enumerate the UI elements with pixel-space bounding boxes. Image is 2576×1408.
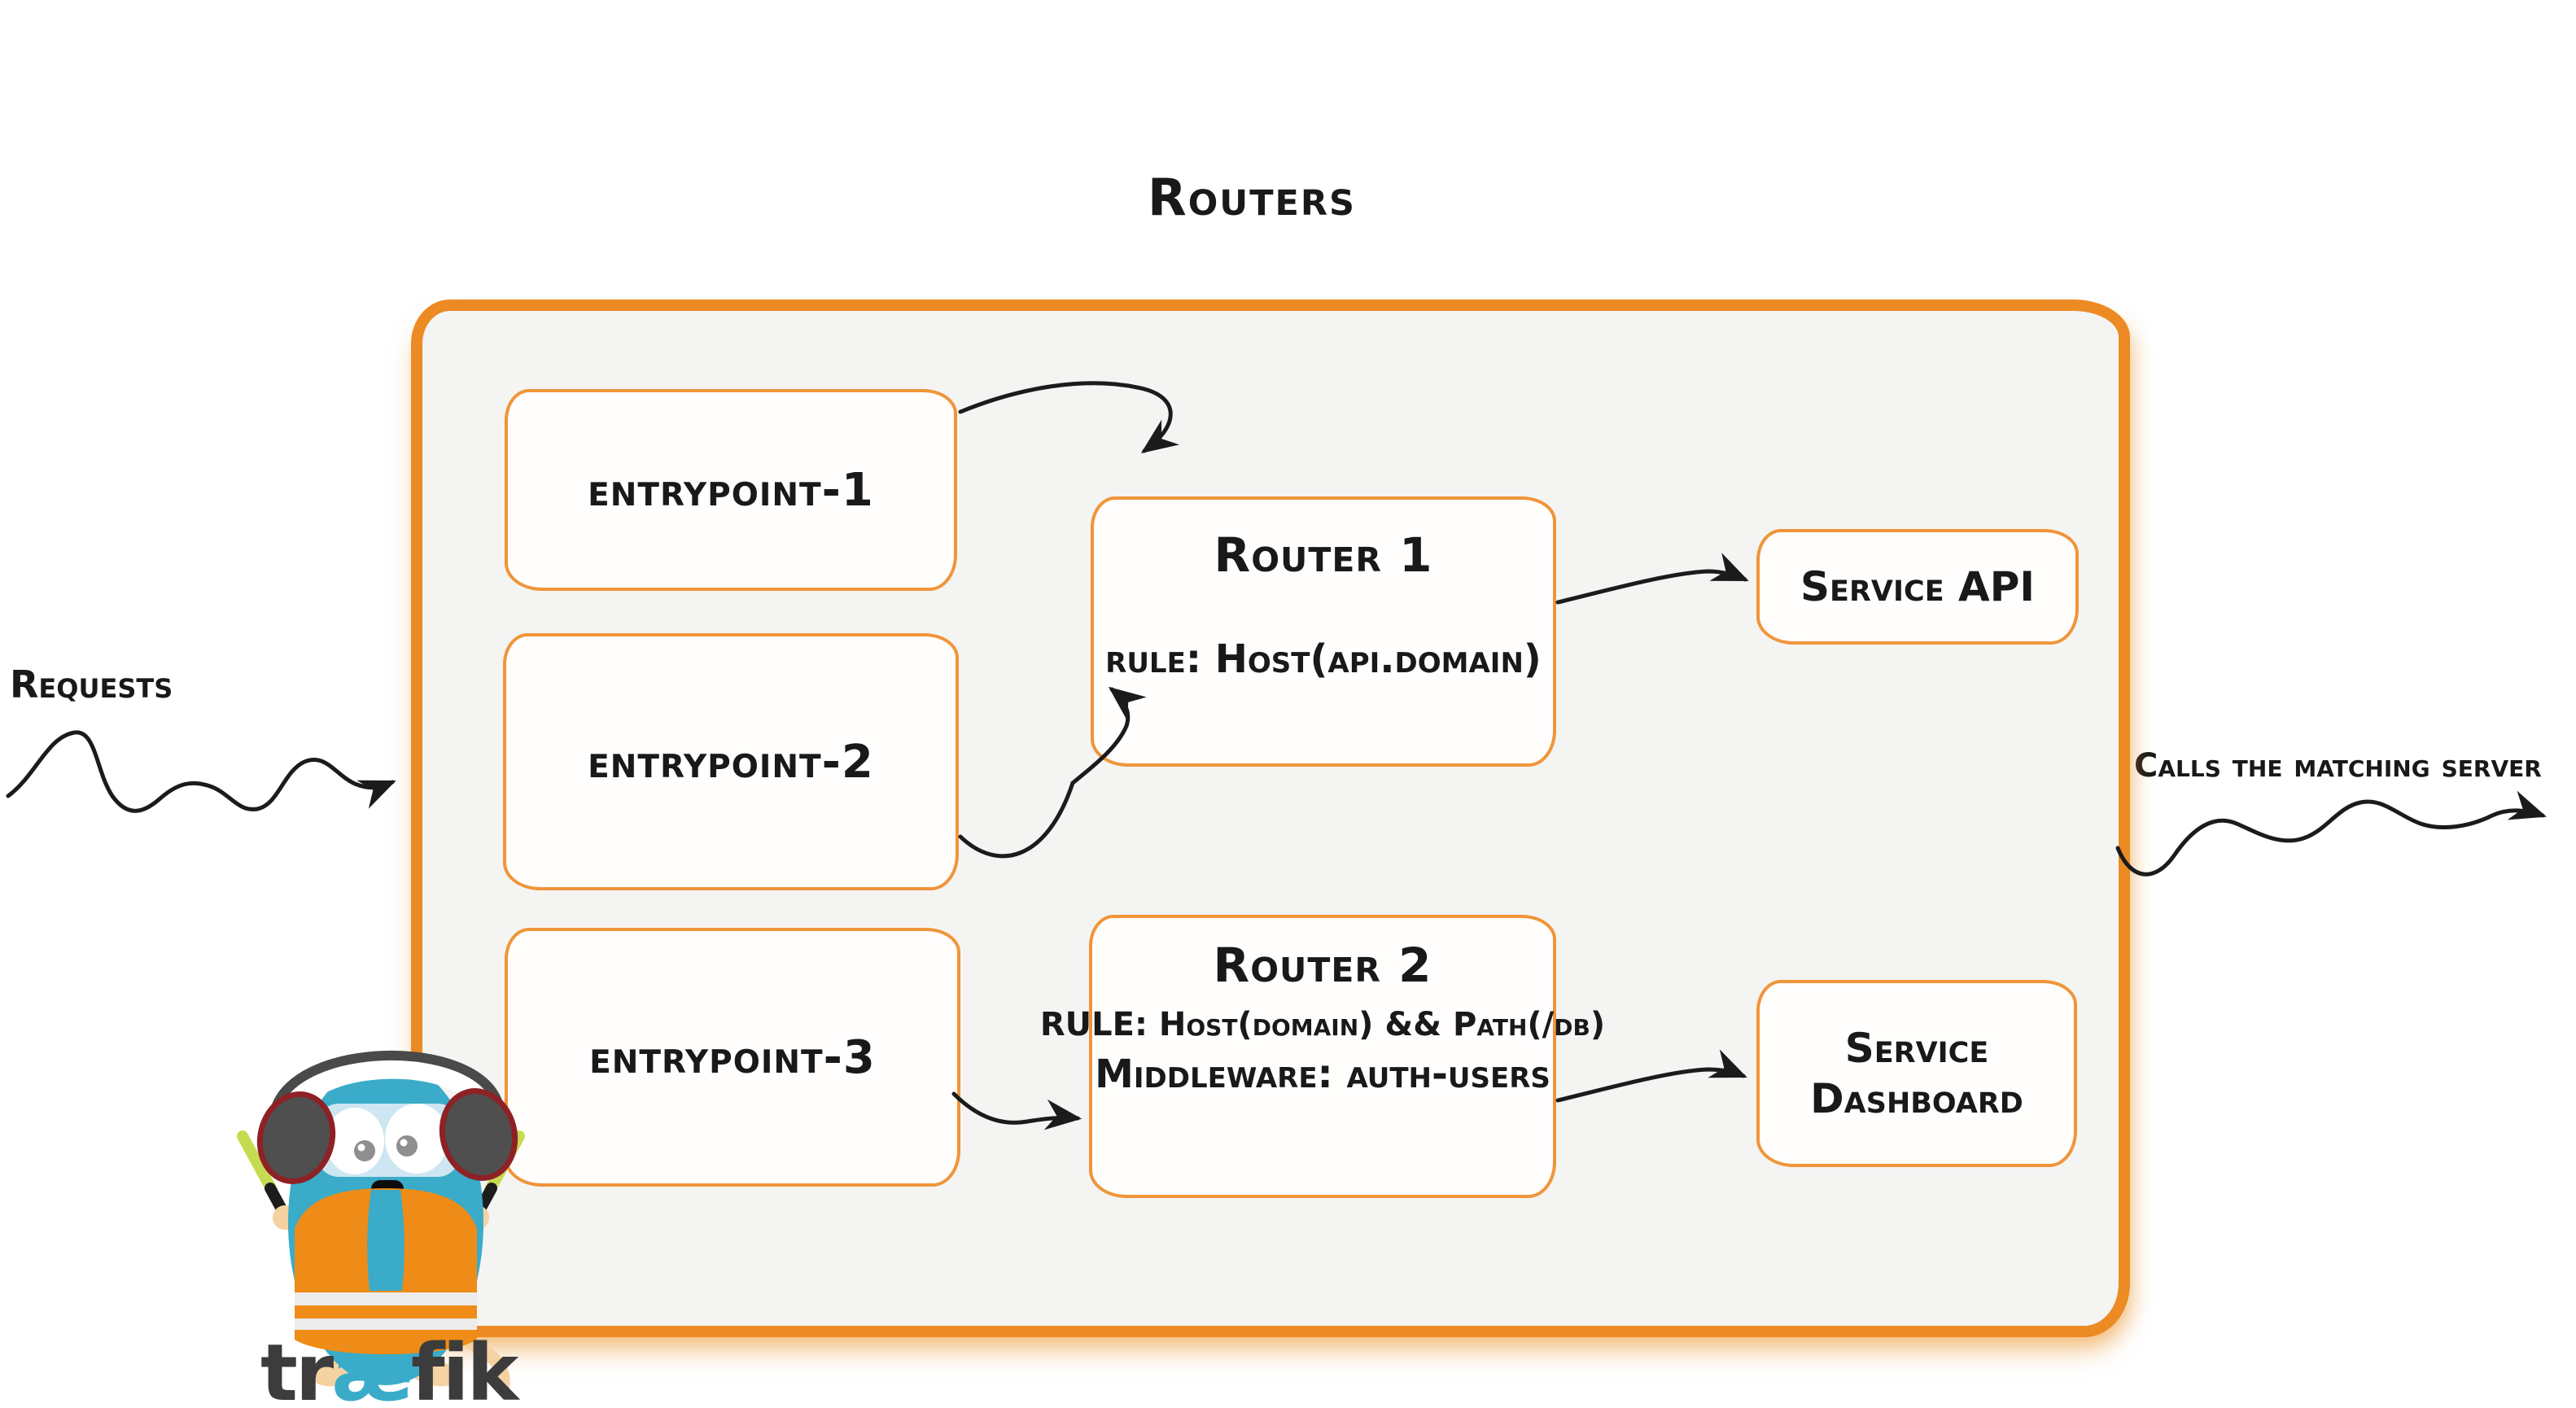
gopher-eye-right (385, 1104, 448, 1174)
service-dashboard-box: Service Dashboard (1756, 980, 2077, 1167)
glowstick-left (237, 1130, 278, 1196)
service-api-label: Service API (1800, 562, 2035, 610)
calls-matching-server-arrow (2115, 790, 2547, 877)
headphones-inner-band (286, 1057, 490, 1113)
entrypoint-1-label: entrypoint-1 (588, 463, 874, 517)
wordmark-tr: tr (260, 1327, 335, 1408)
vest-stripe-top (295, 1292, 477, 1305)
service-dashboard-label-line2: Dashboard (1810, 1075, 2023, 1122)
headphones-earcup-left (256, 1091, 336, 1184)
entrypoint-2-label: entrypoint-2 (588, 735, 874, 789)
router-1-rule: rule: Host(api.domain) (1105, 636, 1542, 682)
entrypoint-3-box: entrypoint-3 (505, 928, 960, 1187)
entrypoint-3-label: entrypoint-3 (589, 1030, 876, 1084)
router-2-rule: RULE: Host(domain) && Path(/db) (1039, 1006, 1606, 1043)
page-title: Routers (1148, 168, 1356, 227)
traefik-wordmark: træfik (260, 1327, 521, 1408)
gopher-tail (461, 1335, 510, 1393)
gopher-pupil-left (354, 1140, 375, 1161)
requests-label: Requests (10, 662, 173, 706)
router-2-title: Router 2 (1213, 938, 1432, 993)
entrypoint-2-to-router-1-arrow (958, 686, 1147, 859)
router-2-middleware: Middleware: auth-users (1095, 1052, 1550, 1097)
headphones-band (270, 1051, 503, 1115)
entrypoint-2-box: entrypoint-2 (503, 633, 959, 890)
pupil-highlight-left (357, 1143, 365, 1152)
traefik-logo: træfik (237, 1051, 525, 1408)
vest-center-opening (367, 1190, 405, 1291)
router-2-to-service-dashboard-arrow (1555, 1049, 1747, 1103)
headphones-earcup-right (439, 1088, 518, 1181)
router-2-box: Router 2 RULE: Host(domain) && Path(/db)… (1040, 915, 1605, 1198)
vest-stripe-bottom (295, 1318, 477, 1330)
router-1-to-service-api-arrow (1555, 553, 1749, 605)
entrypoint-3-to-router-2-arrow (951, 1091, 1082, 1130)
service-api-box: Service API (1756, 529, 2079, 645)
service-dashboard-label-line1: Service (1844, 1024, 1989, 1072)
entrypoint-1-to-router-1-arrow (958, 381, 1180, 453)
requests-arrow (6, 730, 396, 813)
gopher-pupil-right (396, 1135, 418, 1157)
calls-the-matching-server-label: Calls the matching server (2134, 747, 2542, 785)
wordmark-fik: fik (411, 1327, 521, 1408)
pupil-highlight-right (400, 1139, 408, 1147)
router-1-title: Router 1 (1214, 527, 1433, 583)
wordmark-ae: æ (331, 1327, 411, 1408)
entrypoint-1-box: entrypoint-1 (505, 389, 957, 591)
router-1-box: Router 1 rule: Host(api.domain) (1091, 496, 1556, 767)
